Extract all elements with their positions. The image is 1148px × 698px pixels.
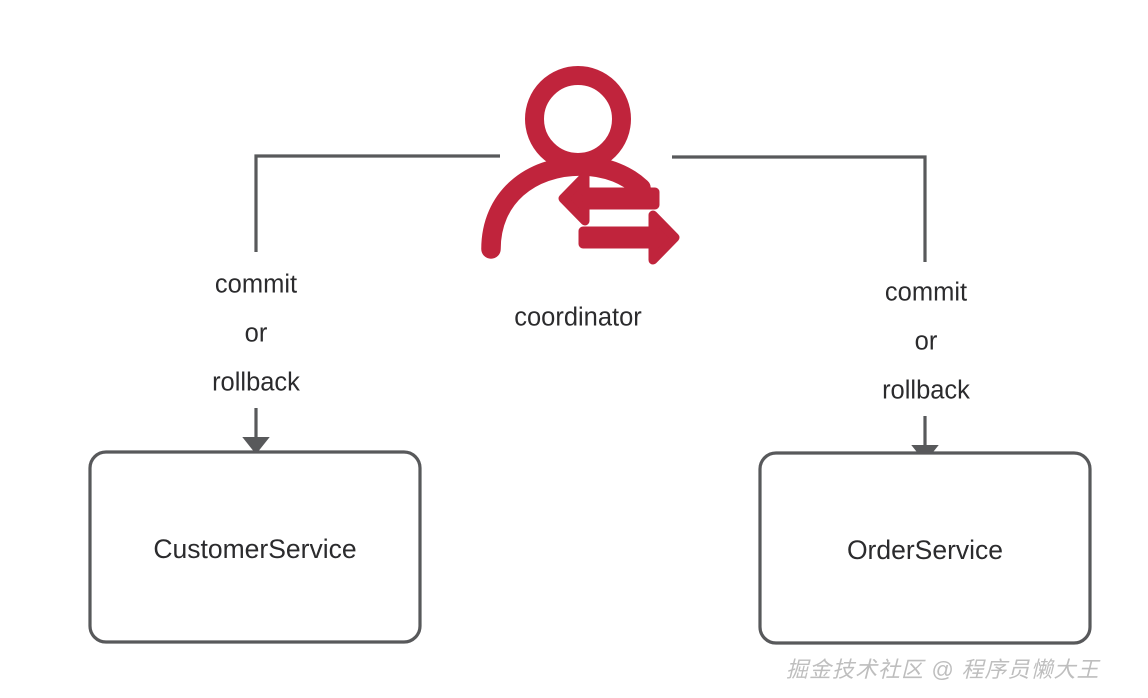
edge-label-left-rollback: rollback [205,368,307,398]
node-box-customer-service[interactable] [88,450,422,644]
edge-label-left-commit: commit [207,270,305,300]
connector-left [242,154,500,455]
watermark-text: 掘金技术社区 @ 程序员懒大王 [786,657,1100,682]
node-label-customer-service: CustomerService [153,533,357,564]
node-box-order-service[interactable] [758,451,1092,645]
edge-label-right-rollback: rollback [875,376,977,406]
edge-label-right-commit: commit [877,278,975,308]
edge-label-right-or: or [907,327,945,357]
edge-label-left-or: or [237,319,275,349]
node-label-order-service: OrderService [846,534,1004,565]
coordinator-label: coordinator [514,303,642,332]
connector-right [672,155,939,463]
person-exchange-icon [481,66,680,265]
